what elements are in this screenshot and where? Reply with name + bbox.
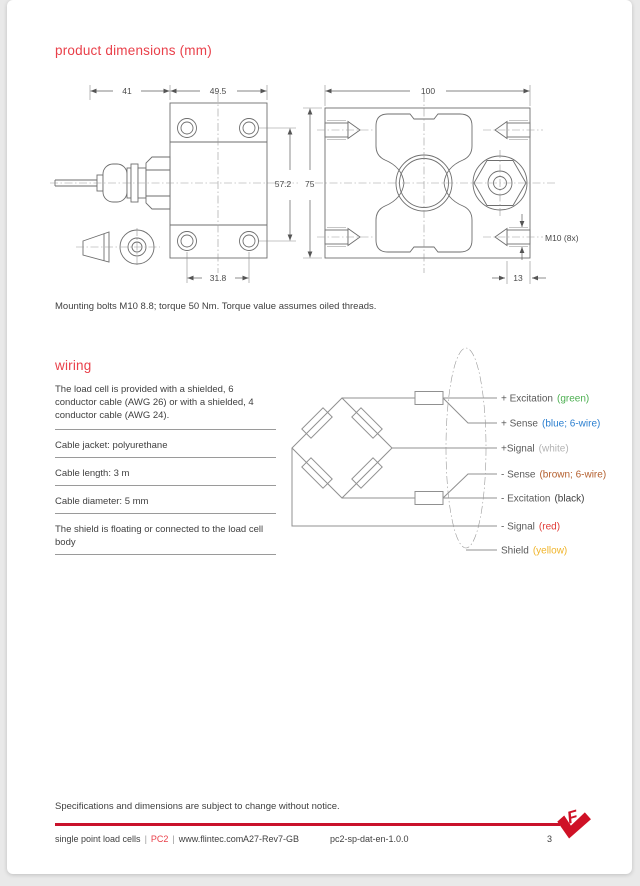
dim-cable-gland-length: 41: [122, 86, 132, 96]
footer-product-name: PC2: [150, 834, 169, 844]
wire-label: +Signal(white): [501, 444, 569, 455]
dim-hole-spacing-vertical: 57.2: [275, 179, 292, 189]
dim-body-width: 49.5: [210, 86, 227, 96]
wiring-diagram: + Excitation(green) + Sense(blue; 6-wire…: [291, 347, 606, 557]
cable-spec-row: Cable jacket: polyurethane: [55, 430, 276, 458]
cable-boundary-ellipse: [445, 347, 487, 549]
wheatstone-bridge: [291, 347, 497, 551]
flintec-logo: F: [557, 806, 591, 839]
cable-spec-list: The load cell is provided with a shielde…: [55, 383, 276, 555]
wire-labels: + Excitation(green) + Sense(blue; 6-wire…: [501, 394, 606, 557]
front-view-drawing: [50, 94, 298, 273]
footer-separator: |: [172, 834, 175, 844]
dimension-drawing: 41 49.5 57.2 75 31.8: [50, 85, 579, 284]
wire-label: + Sense(blue; 6-wire): [501, 419, 600, 430]
datasheet-page: product dimensions (mm): [7, 0, 632, 874]
wire-label: - Signal(red): [501, 522, 560, 533]
top-view-drawing: [315, 94, 556, 273]
wire-label: Shield(yellow): [501, 546, 567, 557]
dimension-annotations: 41 49.5 57.2 75 31.8: [89, 85, 579, 284]
mounting-note: Mounting bolts M10 8.8; torque 50 Nm. To…: [55, 301, 377, 312]
cable-spec-row: Cable diameter: 5 mm: [55, 486, 276, 514]
dim-body-length: 100: [421, 86, 435, 96]
cable-spec-row: Cable length: 3 m: [55, 458, 276, 486]
footer-product-info: single point load cells|PC2|www.flintec.…: [55, 834, 243, 844]
footer-separator: |: [144, 834, 147, 844]
thread-spec-label: M10 (8x): [545, 233, 579, 243]
cable-intro-text: The load cell is provided with a shielde…: [55, 383, 276, 430]
footer-product-family: single point load cells: [55, 834, 141, 844]
cable-spec-row: The shield is floating or connected to t…: [55, 514, 276, 555]
disclaimer-text: Specifications and dimensions are subjec…: [55, 801, 340, 812]
footer-rule: [55, 823, 560, 826]
footer-website: www.flintec.com: [178, 834, 244, 844]
wire-label: + Excitation(green): [501, 394, 589, 405]
dim-thread-edge-distance: 13: [513, 273, 523, 283]
wire-label: - Excitation(black): [501, 494, 584, 505]
footer-doc-id: pc2-sp-dat-en-1.0.0: [330, 834, 409, 844]
wire-label: - Sense(brown; 6-wire): [501, 470, 606, 481]
wiring-heading: wiring: [55, 358, 92, 373]
dim-body-height: 75: [305, 179, 315, 189]
product-dimensions-heading: product dimensions (mm): [55, 43, 212, 58]
footer-doc-code: A27-Rev7-GB: [243, 834, 300, 844]
page-number: 3: [547, 834, 553, 844]
dim-hole-spacing-horizontal: 31.8: [210, 273, 227, 283]
